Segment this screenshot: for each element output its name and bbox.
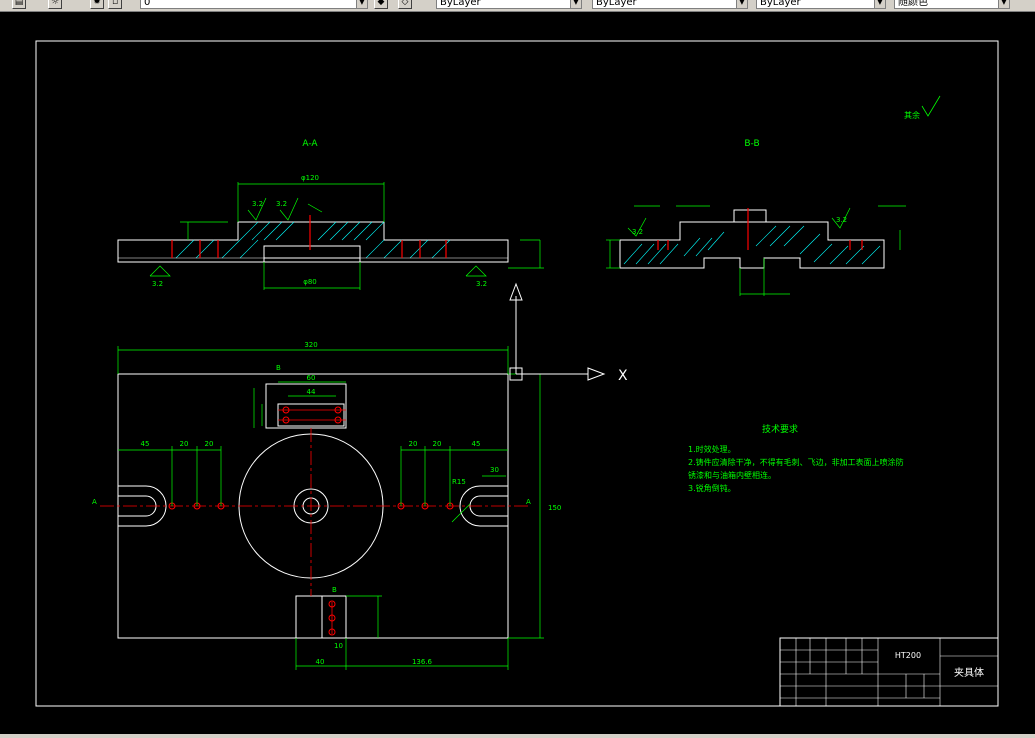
layer-state-button[interactable]: ☼ [48,0,62,9]
aa-hatching [175,221,451,259]
dim-150: 150 [548,504,561,512]
section-bb-title: B-B [744,139,759,149]
aa-hole-centerlines [171,215,447,258]
command-line-edge [0,734,1035,738]
section-bb-view: B-B 3.2 3.2 [606,139,906,296]
title-block: HT200 夹具体 [779,637,999,707]
part-name-label: 夹具体 [954,666,984,679]
ucs-icon [509,282,606,381]
tech-req-line: 2.铸件应清除干净，不得有毛刺、飞边，非加工表面上喷涂防 [688,457,904,467]
material-label: HT200 [895,651,921,660]
bb-hole-centerlines [657,208,863,250]
plan-holes [168,406,454,636]
color-dropdown[interactable]: ByLayer ▼ [436,0,582,9]
layer-icon: ▤ [14,0,24,7]
tech-req-line: 1.时效处理。 [688,444,736,454]
plotstyle-value: 随颜色 [898,0,928,8]
plan-view: 320 60 44 45 20 20 20 20 45 30 R15 40 13… [92,341,561,670]
roughness-label: 3.2 [476,280,487,288]
chevron-down-icon: ▼ [356,0,367,8]
aa-body-outline [117,221,509,263]
lock-icon: ▫ [111,0,119,7]
right-slot [459,485,508,527]
lineweight-dropdown[interactable]: ByLayer ▼ [756,0,886,9]
dim-320: 320 [304,341,317,349]
layer-dropdown[interactable]: 0 ▼ [140,0,368,9]
bb-hatching [623,225,881,265]
dim-45-left: 45 [141,440,150,448]
make-current-layer-button[interactable]: ◆ [374,0,388,9]
tech-req-line: 锈漆和与油箱内壁相连。 [688,470,776,480]
roughness-label: 3.2 [252,200,263,208]
roughness-rest: 其余 [904,95,941,120]
layer-current-icon: ◆ [377,0,385,7]
dim-20: 20 [433,440,442,448]
section-mark-a-right: A [526,498,531,506]
dim-136: 136.6 [412,658,433,666]
plan-centerlines [100,409,528,634]
chevron-down-icon: ▼ [998,0,1009,8]
roughness-label: 3.2 [152,280,163,288]
color-value: ByLayer [440,0,481,8]
dim-r15: R15 [452,478,466,486]
lock-button[interactable]: ▫ [108,0,122,9]
dim-10: 10 [334,642,343,650]
bb-dimensions [606,205,906,296]
roughness-label: 3.2 [836,216,847,224]
drawing-canvas[interactable]: A-A [0,12,1035,734]
dim-20: 20 [180,440,189,448]
top-locator-block [265,383,347,429]
plan-dimensions [117,346,544,670]
chevron-down-icon: ▼ [874,0,885,8]
layer-manager-button[interactable]: ▤ [12,0,26,9]
layer-previous-icon: ◇ [401,0,409,7]
roughness-rest-label: 其余 [904,110,920,120]
chevron-down-icon: ▼ [570,0,581,8]
roughness-label: 3.2 [276,200,287,208]
section-mark-b-bottom: B [332,586,337,594]
aa-bottom-boss [263,245,361,263]
dim-60: 60 [307,374,316,382]
plotstyle-dropdown[interactable]: 随颜色 ▼ [894,0,1010,9]
drawing-border [35,40,999,707]
tech-req-title: 技术要求 [762,423,798,435]
tech-req-line: 3.锐角倒钝。 [688,483,736,493]
section-aa-title: A-A [302,139,318,149]
bottom-locator-block [295,595,347,639]
layer-previous-button[interactable]: ◇ [398,0,412,9]
section-mark-b-top: B [276,364,281,372]
aa-dimensions [149,182,544,290]
dim-20: 20 [205,440,214,448]
dim-44: 44 [307,388,316,396]
properties-toolbar: ▤ ☼ ✹ ▫ 0 ▼ ◆ ◇ ByLayer ▼ ByLayer ▼ ByLa… [0,0,1035,12]
dim-30: 30 [490,466,499,474]
freeze-button[interactable]: ✹ [90,0,104,9]
dim-45-right: 45 [472,440,481,448]
dim-40: 40 [316,658,325,666]
layer-value: 0 [144,0,151,8]
linetype-dropdown[interactable]: ByLayer ▼ [592,0,748,9]
dim-phi120: φ120 [301,174,319,182]
lineweight-value: ByLayer [760,0,801,8]
section-aa-view: A-A [117,139,544,290]
linetype-value: ByLayer [596,0,637,8]
lightbulb-icon: ☼ [50,0,60,7]
technical-requirements: 技术要求 1.时效处理。 2.铸件应清除干净，不得有毛刺、飞边，非加工表面上喷涂… [688,423,904,493]
bb-body-outline [619,221,885,269]
ucs-x-label: X [618,368,628,384]
dim-phi80: φ80 [303,278,317,286]
sun-icon: ✹ [93,0,101,7]
chevron-down-icon: ▼ [736,0,747,8]
dim-20: 20 [409,440,418,448]
roughness-label: 3.2 [632,228,643,236]
section-mark-a-left: A [92,498,97,506]
